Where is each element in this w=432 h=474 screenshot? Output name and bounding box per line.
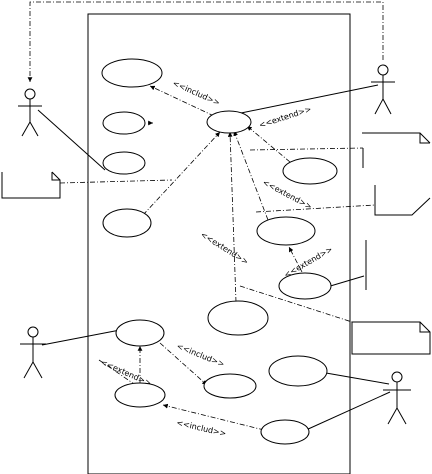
actor-right-bottom (383, 371, 411, 425)
use-case-13 (260, 419, 310, 445)
assoc-actor-right-bottom-to-uc13 (305, 391, 391, 431)
use-case-8 (278, 272, 332, 300)
assoc-actor-left-top-to-uc4 (37, 109, 106, 171)
use-case-7 (256, 216, 316, 246)
rel-uc13-to-uc14 (162, 403, 265, 431)
assoc-actor-right-top-to-central (240, 84, 379, 114)
rel-uc6-to-note-right-upper (249, 147, 364, 151)
rel-uc7-to-note-right-middle (255, 204, 376, 213)
note-right-middle (374, 185, 431, 216)
rel-uc8-to-uc7 (288, 246, 303, 273)
rel-uc7-to-central (233, 130, 269, 221)
use-case-6 (282, 157, 338, 185)
assoc-note-bar-to-uc8 (326, 275, 365, 288)
label-extend-uc14: <<extend>> (99, 358, 152, 388)
use-case-11 (268, 355, 328, 387)
actor-right-top (371, 64, 395, 115)
label-includ-bottom: <<includ>> (176, 418, 228, 438)
actor-left-top (18, 88, 42, 137)
rel-uc9-to-uc12 (159, 342, 208, 386)
note-left (1, 171, 61, 199)
top-dependency-line (27, 1, 384, 82)
rel-uc10-to-central (227, 131, 237, 303)
rel-central-to-uc1 (149, 85, 215, 117)
actor-left-bottom (20, 326, 46, 379)
note-right-lower (351, 321, 431, 355)
use-case-4 (102, 151, 146, 175)
label-includ-top: <<includ>> (171, 79, 221, 108)
use-case-9 (115, 319, 165, 347)
rel-note-left-to-uc5 (59, 179, 173, 184)
use-case-central (206, 110, 252, 134)
use-case-5 (102, 208, 152, 238)
label-includ-mid: <<includ>> (175, 342, 226, 369)
use-case-12 (203, 373, 257, 399)
rel-uc5-to-central (142, 131, 221, 216)
use-case-10 (207, 300, 269, 336)
use-case-1 (101, 58, 163, 88)
note-right-upper (362, 132, 431, 168)
use-case-3 (102, 111, 146, 135)
use-case-14 (114, 382, 166, 408)
assoc-actor-left-bottom-to-uc9 (41, 329, 121, 346)
assoc-actor-right-bottom-to-uc11 (325, 372, 390, 385)
label-extend-uc10: <<extend>> (199, 230, 250, 267)
rel-uc6-to-central (246, 125, 291, 163)
system-boundary (87, 13, 351, 474)
